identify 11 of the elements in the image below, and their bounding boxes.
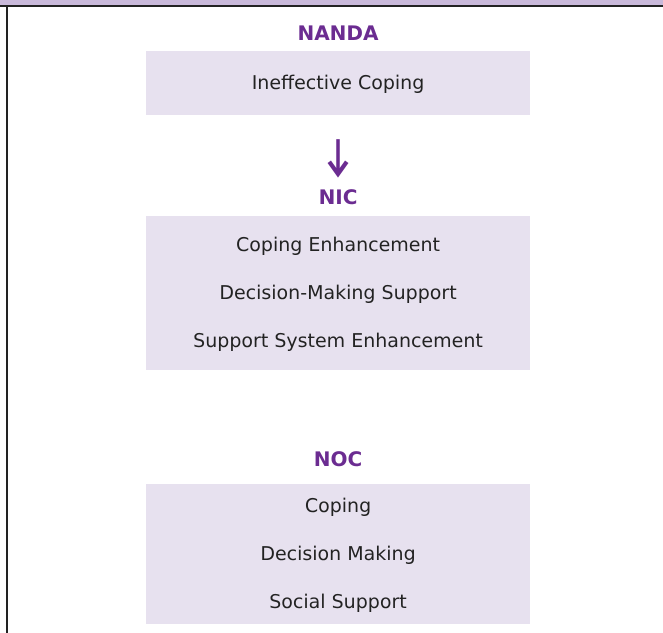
term-text: Support System Enhancement xyxy=(193,329,483,354)
term-text: Social Support xyxy=(269,590,407,615)
box-heading: NOC xyxy=(312,446,364,472)
term-text: Coping xyxy=(304,494,372,519)
box-heading: NIC xyxy=(318,184,358,210)
term-text: Decision Making xyxy=(260,542,416,567)
term-text: Ineffective Coping xyxy=(252,71,424,96)
arrow xyxy=(327,139,349,176)
term-text: Decision-Making Support xyxy=(219,281,457,306)
box-heading: NANDA xyxy=(296,20,380,46)
term-text: Coping Enhancement xyxy=(236,233,440,258)
